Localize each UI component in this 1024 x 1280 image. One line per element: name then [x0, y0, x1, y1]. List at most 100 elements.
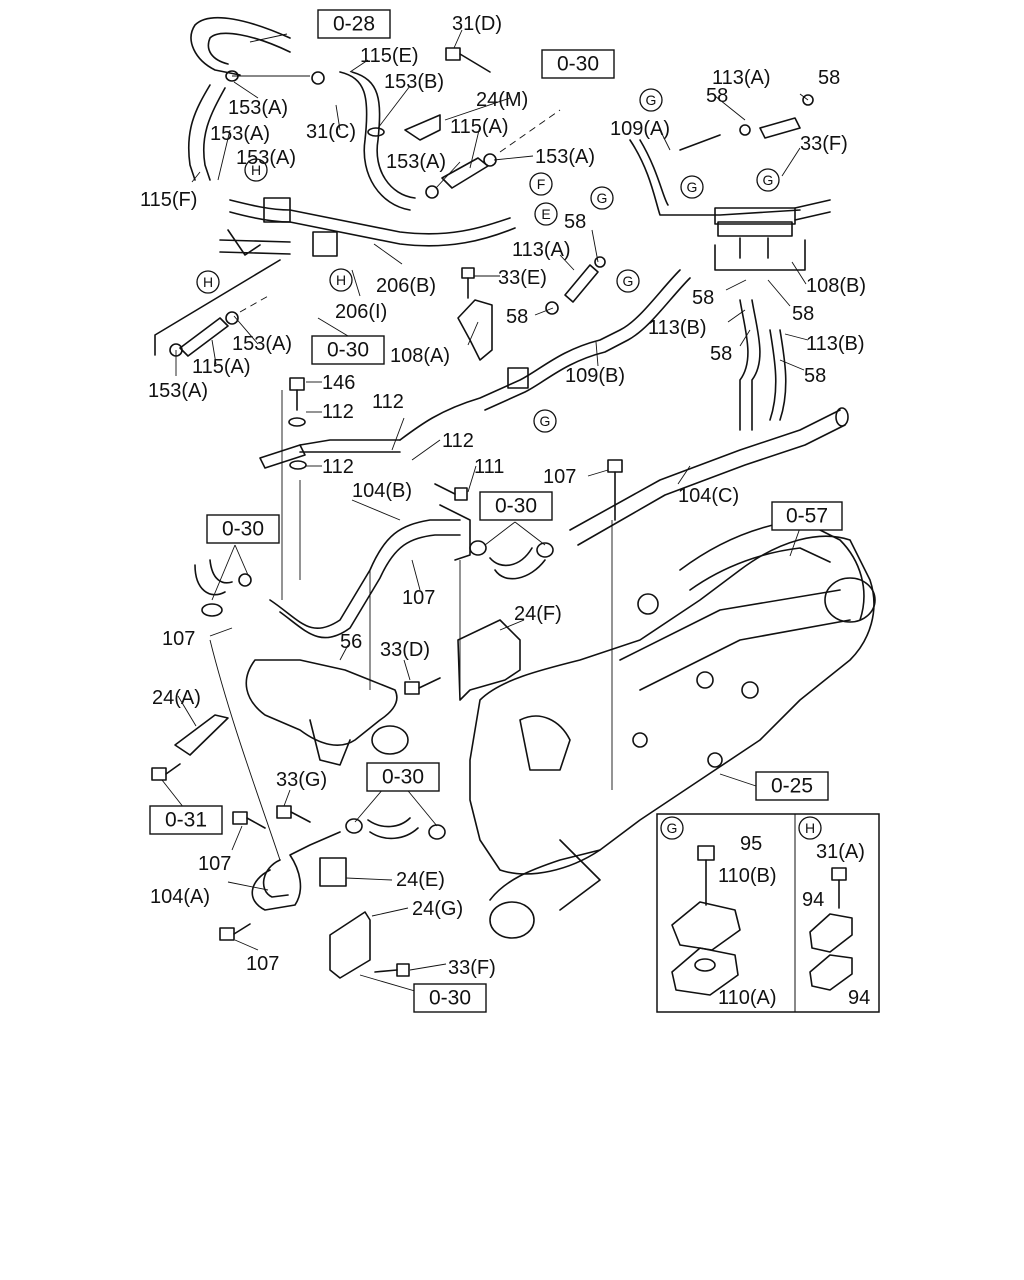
engine-block: [469, 535, 875, 939]
bolt-24a-lower: [151, 763, 181, 781]
label-153a: 153(A): [232, 333, 292, 355]
label-104c: 104(C): [678, 485, 739, 507]
callout-g-4: [590, 186, 614, 210]
label-95: 95: [740, 833, 762, 855]
label-33e: 33(E): [498, 267, 547, 289]
svg-text:0-25: 0-25: [771, 775, 813, 798]
callout-h-3: [329, 268, 353, 292]
bolt-111: [434, 483, 468, 501]
bracket-24a: [174, 714, 229, 756]
svg-text:0-30: 0-30: [327, 339, 369, 362]
pipe-206: [219, 197, 516, 257]
ref-box-0-25: 0-25: [755, 771, 829, 801]
bracket-24g: [329, 911, 371, 979]
label-153a: 153(A): [236, 147, 296, 169]
svg-text:H: H: [805, 820, 815, 836]
callout-circles: H H H E F G G G G G G G H: [196, 88, 822, 840]
svg-text:0-31: 0-31: [165, 809, 207, 832]
pipe-109a: [629, 134, 801, 216]
svg-text:0-28: 0-28: [333, 13, 375, 36]
svg-text:0-30: 0-30: [222, 518, 264, 541]
svg-text:0-30: 0-30: [557, 53, 599, 76]
label-153a: 153(A): [148, 380, 208, 402]
manifold-108b: [714, 199, 831, 271]
label-33d: 33(D): [380, 639, 430, 661]
label-111: 111: [474, 456, 504, 478]
svg-text:0-30: 0-30: [495, 495, 537, 518]
svg-text:0-57: 0-57: [786, 505, 828, 528]
label-31c: 31(C): [306, 121, 356, 143]
egr-cooler: [679, 519, 876, 623]
label-58: 58: [564, 211, 586, 233]
label-153a: 153(A): [386, 151, 446, 173]
label-113b: 113(B): [806, 333, 865, 355]
hose-115e: [311, 71, 416, 211]
bolt-33e: [461, 267, 475, 299]
label-58: 58: [506, 306, 528, 328]
callout-g-1: [639, 88, 663, 112]
label-104b: 104(B): [352, 480, 412, 502]
label-113a: 113(A): [712, 67, 771, 89]
label-112: 112: [322, 456, 354, 478]
inset-callout-g: [660, 816, 684, 840]
svg-text:G: G: [623, 273, 634, 289]
svg-text:G: G: [597, 190, 608, 206]
svg-text:F: F: [537, 176, 546, 192]
ref-box-0-31: 0-31: [149, 805, 223, 835]
svg-text:H: H: [203, 274, 213, 290]
ref-box-0-30-left: 0-30: [206, 514, 280, 544]
bolt-107-lower-b: [219, 923, 251, 941]
ref-box-0-30-lower: 0-30: [366, 762, 440, 792]
label-108b: 108(B): [806, 275, 866, 297]
callout-h-2: [196, 270, 220, 294]
label-115f: 115(F): [140, 189, 197, 211]
label-110a: 110(A): [718, 987, 777, 1009]
ref-box-0-57: 0-57: [771, 501, 843, 531]
callout-e: [534, 202, 558, 226]
label-115a: 115(A): [450, 116, 509, 138]
label-112: 112: [322, 401, 354, 423]
label-56: 56: [340, 631, 362, 653]
label-58: 58: [792, 303, 814, 325]
label-107: 107: [402, 587, 435, 609]
label-107: 107: [162, 628, 195, 650]
label-112: 112: [372, 391, 404, 413]
label-31d: 31(D): [452, 13, 502, 35]
bracket-24m: [404, 114, 441, 141]
svg-text:G: G: [763, 172, 774, 188]
bolt-31d: [445, 47, 491, 73]
label-153b: 153(B): [384, 71, 444, 93]
label-24m: 24(M): [476, 89, 528, 111]
label-24a: 24(A): [152, 687, 201, 709]
svg-text:E: E: [541, 206, 550, 222]
label-108a: 108(A): [390, 345, 450, 367]
label-58: 58: [818, 67, 840, 89]
label-107: 107: [543, 466, 576, 488]
label-104a: 104(A): [150, 886, 210, 908]
label-109a: 109(A): [610, 118, 670, 140]
label-146: 146: [322, 372, 355, 394]
hose-113a-center: [545, 256, 606, 315]
hose-0-30-lower: [345, 817, 446, 840]
label-153a: 153(A): [228, 97, 288, 119]
label-33g: 33(G): [276, 769, 327, 791]
label-94: 94: [802, 889, 824, 911]
svg-text:G: G: [646, 92, 657, 108]
label-33f: 33(F): [800, 133, 848, 155]
svg-text:0-30: 0-30: [429, 987, 471, 1010]
label-94: 94: [848, 987, 870, 1009]
label-107: 107: [198, 853, 231, 875]
fitting-left: [259, 444, 307, 470]
callout-g-5: [616, 269, 640, 293]
bolt-107-lower-a: [232, 811, 266, 829]
label-58: 58: [710, 343, 732, 365]
callout-g-2: [680, 175, 704, 199]
svg-text:G: G: [540, 413, 551, 429]
label-110b: 110(B): [718, 865, 777, 887]
bolt-33f-lower: [374, 963, 410, 977]
label-153a: 153(A): [535, 146, 595, 168]
bolt-146: [288, 377, 306, 427]
bolt-107-upper: [607, 459, 623, 521]
inset-panel: [656, 813, 880, 1013]
